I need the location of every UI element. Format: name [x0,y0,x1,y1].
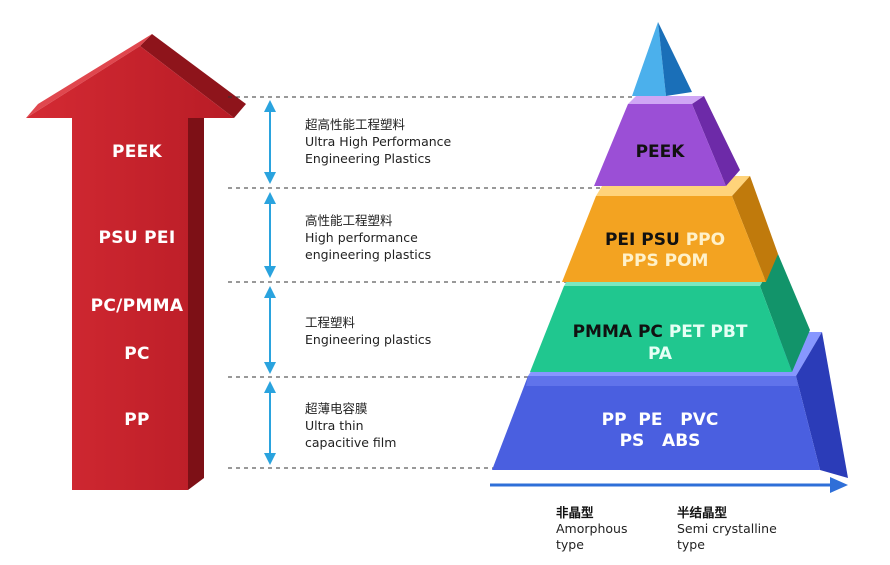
tier-cn-label: 超高性能工程塑料 [305,117,406,132]
arrow-label-pc-pmma: PC/PMMA [90,296,184,316]
axis-en-label: Amorphous [556,521,628,536]
pyramid-label-green-line2: PA [647,344,673,364]
tier-description-ultra-high: 超高性能工程塑料 Ultra High Performance Engineer… [305,116,525,167]
axis-label-amorphous: 非晶型 Amorphous type [556,505,627,553]
pyramid-label-purple: PEEK [635,142,685,162]
pyramid-label-amorphous: PEI PSU [604,230,680,250]
axis-label-semicrystalline: 半结晶型 Semi crystalline type [677,505,777,553]
axis-en-label: type [677,537,705,552]
axis-cn-label: 非晶型 [556,505,594,520]
tier-range-arrow [264,100,276,184]
pyramid-label-blue-line1: PP PE PVC [601,410,719,430]
tier-en-label: High performance [305,230,418,245]
tier-range-arrow [264,286,276,374]
tier-cn-label: 超薄电容膜 [305,401,368,416]
pyramid-label-green-line1: PMMA PC PET PBT [540,322,780,342]
arrow-label-pc: PC [124,344,150,364]
arrow-label-pp: PP [124,410,150,430]
axis-en-label: Semi crystalline [677,521,777,536]
arrow-head-side-face [140,34,246,118]
tier-cn-label: 高性能工程塑料 [305,213,393,228]
tier-range-arrow [264,192,276,278]
tier-en-label: Ultra High Performance [305,134,452,149]
tier-description-engineering: 工程塑料 Engineering plastics [305,314,525,348]
pyramid-label-semicrystalline: PPO [685,230,726,250]
tier-en-label: Engineering Plastics [305,151,431,166]
arrow-head-top-face [26,34,152,118]
pyramid-label-amorphous: PMMA PC [572,322,663,342]
tier-en-label: Ultra thin [305,418,364,433]
tier-cn-label: 工程塑料 [305,315,356,330]
pyramid-label-orange-line2: PPS POM [621,251,709,271]
pyramid-label-blue-line2: PS ABS [619,431,701,451]
tier-range-arrow [264,381,276,465]
pyramid-label-semicrystalline: PET PBT [668,322,748,342]
tier-description-thin-film: 超薄电容膜 Ultra thin capacitive film [305,400,525,451]
tier-en-label: Engineering plastics [305,332,432,347]
performance-arrow [26,34,246,490]
tier-description-high: 高性能工程塑料 High performance engineering pla… [305,212,525,263]
pyramid-apex [632,22,692,96]
arrow-front-face [26,46,234,490]
crystallinity-axis-arrow [490,477,848,493]
arrow-side-face [188,104,204,490]
tier-separators [228,96,690,469]
arrow-label-psu-pei: PSU PEI [98,228,176,248]
axis-cn-label: 半结晶型 [677,505,728,520]
axis-en-label: type [556,537,584,552]
pyramid-label-orange-line1: PEI PSU PPO [570,230,760,250]
tier-range-arrows [264,100,276,465]
pyramid-tier-purple [594,96,740,186]
tier-en-label: capacitive film [305,435,397,450]
arrow-label-peek: PEEK [111,142,163,162]
plastics-pyramid [492,22,848,478]
tier-en-label: engineering plastics [305,247,432,262]
